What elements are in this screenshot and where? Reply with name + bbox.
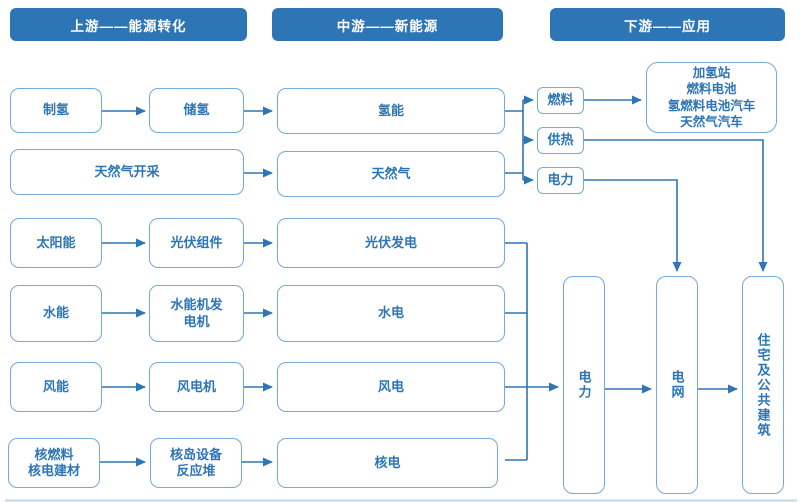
node-hydro-generator: 水能机发 电机 <box>149 285 244 342</box>
node-nuclear-power: 核电 <box>277 438 498 488</box>
node-residential-public-buildings: 住宅及公共建筑 <box>742 276 784 494</box>
connector-electricity-to-grid-top <box>584 179 682 272</box>
node-wind-turbine: 风电机 <box>149 362 244 412</box>
header-downstream: 下游——应用 <box>550 8 785 41</box>
node-heating: 供热 <box>537 127 584 154</box>
node-fuel: 燃料 <box>537 87 584 114</box>
node-nuclear-fuel-materials: 核燃料 核电建材 <box>8 438 100 488</box>
node-natural-gas-extraction: 天然气开采 <box>10 149 244 195</box>
node-hydrogen-storage: 储氢 <box>149 88 244 133</box>
node-electricity: 电力 <box>537 167 584 194</box>
connector-heating-to-buildings <box>584 139 768 272</box>
node-hydrogen-applications: 加氢站 燃料电池 氢燃料电池汽车 天然气汽车 <box>646 62 777 133</box>
node-pv-module: 光伏组件 <box>149 218 244 268</box>
header-upstream-label: 上游——能源转化 <box>70 18 187 34</box>
node-wind-power: 风电 <box>277 362 505 412</box>
node-solar-energy: 太阳能 <box>10 218 102 268</box>
header-upstream: 上游——能源转化 <box>10 8 247 41</box>
node-electricity-vertical: 电力 <box>563 276 605 494</box>
node-hydro-power: 水电 <box>277 285 505 342</box>
node-power-grid: 电网 <box>656 276 698 494</box>
header-midstream: 中游——新能源 <box>272 8 503 41</box>
node-wind-energy: 风能 <box>10 362 102 412</box>
node-hydrogen-energy: 氢能 <box>277 88 505 134</box>
node-hydro-energy: 水能 <box>10 285 102 342</box>
node-hydrogen-production: 制氢 <box>10 88 102 133</box>
header-midstream-label: 中游——新能源 <box>336 18 439 34</box>
node-nuclear-island-reactor: 核岛设备 反应堆 <box>150 438 242 488</box>
node-natural-gas: 天然气 <box>277 151 505 197</box>
header-downstream-label: 下游——应用 <box>624 18 711 34</box>
node-pv-power: 光伏发电 <box>277 218 505 268</box>
